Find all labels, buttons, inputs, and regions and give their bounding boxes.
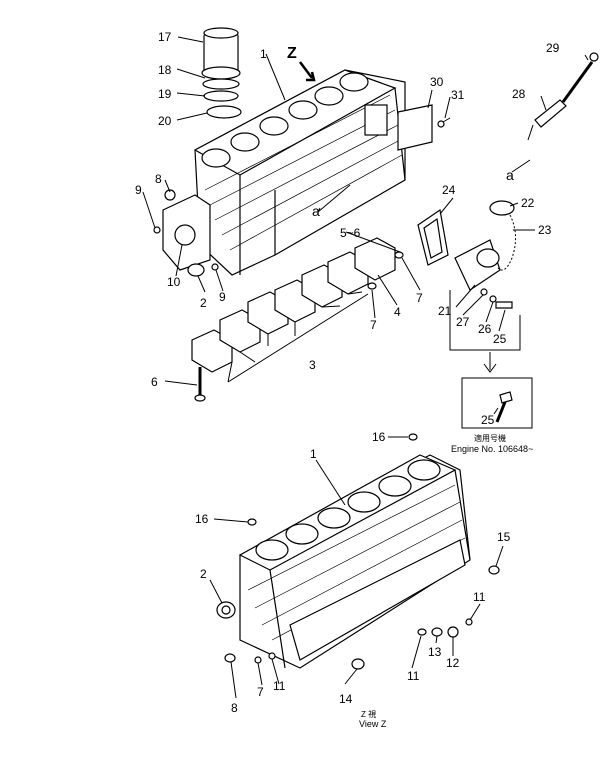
callout-16-left: 16 — [195, 512, 209, 526]
dowels-upper — [367, 251, 404, 290]
gasket-24 — [417, 208, 449, 266]
callout-21: 21 — [438, 304, 452, 318]
callout-29: 29 — [546, 41, 560, 55]
callout-28: 28 — [512, 87, 526, 101]
oil-filler — [454, 200, 516, 309]
callout-4: 4 — [394, 305, 401, 319]
view-caption-jp: Z 視 — [361, 710, 376, 719]
view-arrow — [299, 61, 316, 82]
main-bearing-caps — [191, 237, 396, 373]
bracket-line — [449, 290, 521, 351]
callout-10: 10 — [167, 275, 181, 289]
callout-22: 22 — [521, 196, 535, 210]
callout-25-box: 25 — [481, 413, 495, 427]
callout-7-mid: 7 — [370, 318, 377, 332]
callout-30: 30 — [430, 75, 444, 89]
bolt-cap — [194, 367, 206, 402]
callout-19: 19 — [158, 87, 172, 101]
callout-14: 14 — [339, 692, 353, 706]
alt-bolt-box — [461, 377, 533, 429]
callout-9-left: 9 — [135, 183, 142, 197]
engine-applicability: Engine No. 106648~ — [451, 444, 533, 454]
callout-25-upper: 25 — [493, 332, 507, 346]
callout-11-right: 11 — [473, 590, 486, 604]
plug-lower — [216, 601, 236, 619]
cover-gasket — [397, 104, 451, 151]
view-marker-z: Z — [287, 45, 297, 62]
callout-1-lower: 1 — [310, 447, 317, 461]
leaders-lower — [209, 436, 504, 699]
o-rings — [202, 78, 242, 119]
callout-11-left: 11 — [273, 679, 286, 693]
cylinder-block-upper — [193, 69, 406, 276]
callout-17: 17 — [158, 30, 172, 44]
callout-24: 24 — [442, 183, 456, 197]
callout-23: 23 — [538, 223, 552, 237]
cylinder-block-lower — [238, 454, 471, 669]
callout-2-upper: 2 — [200, 296, 207, 310]
callout-15: 15 — [497, 530, 511, 544]
engine-applicability-jp: 適用号機 — [474, 433, 506, 443]
leaders-upper — [142, 36, 589, 415]
callout-20: 20 — [158, 114, 172, 128]
view-caption: View Z — [359, 719, 387, 729]
callout-a-dipstick: a — [506, 167, 514, 183]
lower-small-parts — [224, 433, 500, 670]
callout-13: 13 — [428, 645, 442, 659]
callout-27: 27 — [456, 315, 470, 329]
callout-7-right: 7 — [416, 291, 423, 305]
callout-6: 6 — [151, 375, 158, 389]
callout-7-lower: 7 — [257, 685, 264, 699]
callout-2-lower: 2 — [200, 567, 207, 581]
callout-11-mid: 11 — [407, 669, 420, 683]
cylinder-liner — [201, 27, 241, 80]
callout-18: 18 — [158, 63, 172, 77]
callout-12: 12 — [446, 656, 460, 670]
dipstick — [527, 52, 599, 141]
callout-26: 26 — [478, 322, 492, 336]
callout-8-lower: 8 — [231, 701, 238, 715]
callout-9-bottom: 9 — [219, 290, 226, 304]
callout-31: 31 — [451, 88, 465, 102]
plug-upper — [187, 263, 219, 277]
front-housing — [153, 189, 211, 271]
callout-3: 3 — [309, 358, 316, 372]
callout-8-upper: 8 — [155, 172, 162, 186]
range-label-5-6: 5~6 — [340, 226, 361, 240]
callout-a-block: a — [312, 203, 320, 219]
callout-1-upper: 1 — [260, 47, 267, 61]
callout-16-top: 16 — [372, 430, 386, 444]
down-arrow — [483, 352, 497, 373]
